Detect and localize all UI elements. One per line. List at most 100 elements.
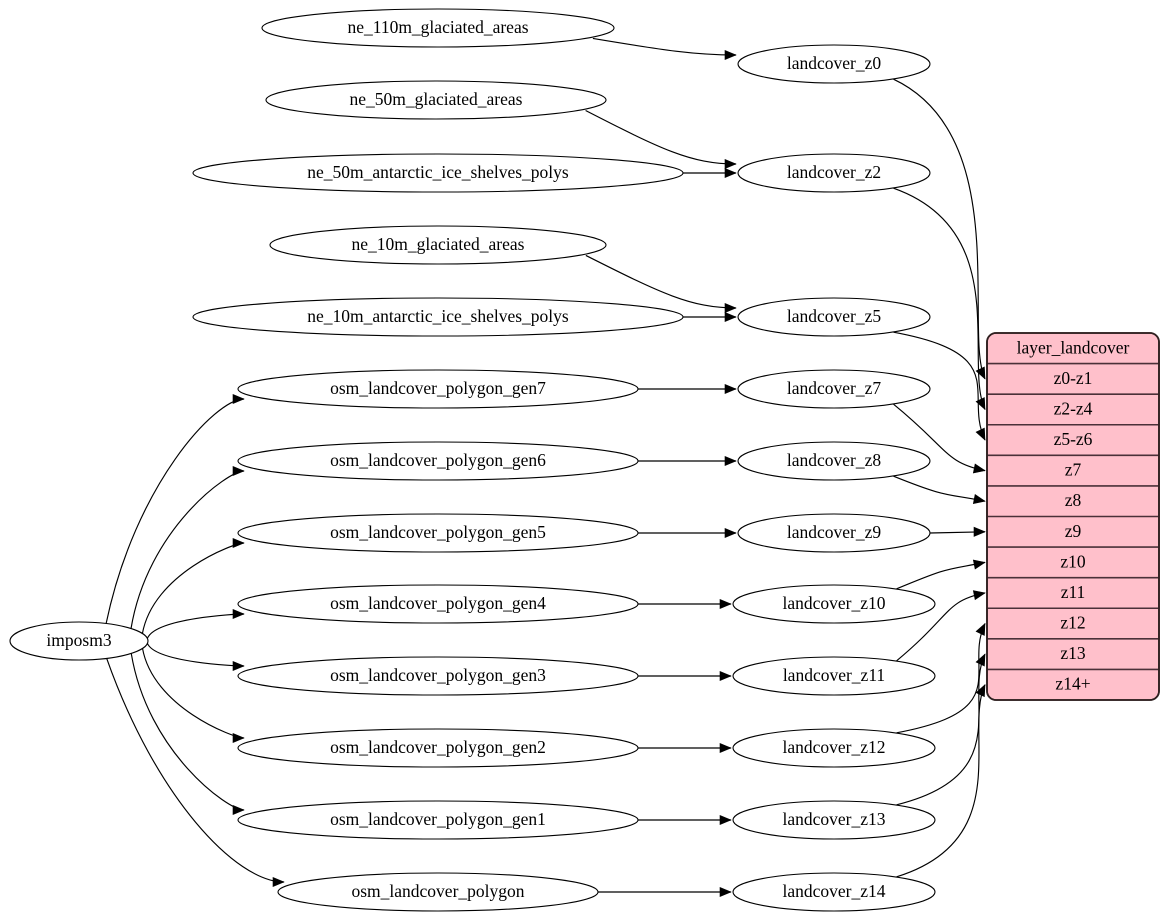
- node-ellipse: [737, 44, 931, 84]
- node-ellipse: [265, 80, 607, 120]
- edge-ne_50m_glaciated_areas-to-landcover_z2: [585, 109, 737, 165]
- edge-ne_110m_glaciated_areas-to-landcover_z0: [592, 37, 737, 56]
- node-imposm3[interactable]: imposm3: [9, 621, 149, 661]
- node-ne_50m_antarctic_ice_shelves_polys[interactable]: ne_50m_antarctic_ice_shelves_polys: [192, 153, 684, 193]
- nodes-layer: imposm3 ne_110m_glaciated_areas ne_50m_gla…: [9, 8, 936, 912]
- edge-arrowhead: [719, 742, 732, 754]
- edge-arrowhead: [724, 383, 737, 395]
- edge-arrowhead: [975, 366, 986, 380]
- edge-arrowhead: [724, 527, 737, 539]
- edge-arrowhead: [719, 814, 732, 826]
- node-osm_landcover_polygon_gen2[interactable]: osm_landcover_polygon_gen2: [237, 728, 639, 768]
- edge-arrowhead: [232, 537, 245, 549]
- node-ellipse: [737, 297, 931, 337]
- edge-arrowhead: [975, 684, 986, 698]
- node-osm_landcover_polygon_gen7[interactable]: osm_landcover_polygon_gen7: [237, 369, 639, 409]
- node-landcover_z10[interactable]: landcover_z10: [732, 584, 936, 624]
- edge-landcover_z14-to-row-z14+: [896, 684, 986, 878]
- edge-landcover_z7-to-row-z7: [893, 403, 986, 472]
- node-landcover_z0[interactable]: landcover_z0: [737, 44, 931, 84]
- node-ellipse: [237, 369, 639, 409]
- node-ellipse: [237, 513, 639, 553]
- edge-arrowhead: [972, 463, 986, 474]
- edge-arrowhead: [975, 397, 986, 411]
- edge-arrowhead: [724, 302, 737, 314]
- edge-landcover_z5-to-row-z5-z6: [893, 331, 986, 441]
- edge-landcover_z13-to-row-z13: [896, 653, 986, 806]
- node-osm_landcover_polygon_gen1[interactable]: osm_landcover_polygon_gen1: [237, 800, 639, 840]
- node-ellipse: [269, 225, 607, 265]
- edge-arrowhead: [232, 804, 245, 816]
- edge-arrowhead: [232, 465, 245, 477]
- node-ellipse: [192, 297, 684, 337]
- node-ellipse: [237, 584, 639, 624]
- edge-imposm3-to-osm_landcover_polygon: [106, 658, 285, 883]
- edge-arrowhead: [272, 876, 285, 888]
- edge-ne_10m_glaciated_areas-to-landcover_z5: [585, 254, 737, 309]
- node-ellipse: [237, 728, 639, 768]
- node-landcover_z7[interactable]: landcover_z7: [737, 369, 931, 409]
- node-ellipse: [737, 513, 931, 553]
- node-landcover_z13[interactable]: landcover_z13: [732, 800, 936, 840]
- edge-arrowhead: [232, 608, 245, 620]
- edge-arrowhead: [975, 427, 986, 441]
- node-osm_landcover_polygon_gen4[interactable]: osm_landcover_polygon_gen4: [237, 584, 639, 624]
- node-ne_110m_glaciated_areas[interactable]: ne_110m_glaciated_areas: [261, 8, 615, 48]
- node-ellipse: [237, 800, 639, 840]
- edge-arrowhead: [972, 494, 986, 504]
- edge-arrowhead: [724, 49, 737, 61]
- node-ellipse: [737, 441, 931, 481]
- edge-arrowhead: [975, 622, 986, 636]
- edge-arrowhead: [724, 158, 737, 170]
- table-border: [986, 332, 1160, 701]
- node-ellipse: [737, 153, 931, 193]
- node-ne_10m_glaciated_areas[interactable]: ne_10m_glaciated_areas: [269, 225, 607, 265]
- node-landcover_z9[interactable]: landcover_z9: [737, 513, 931, 553]
- node-landcover_z8[interactable]: landcover_z8: [737, 441, 931, 481]
- edge-landcover_z2-to-row-z2-z4: [893, 187, 986, 410]
- edge-arrowhead: [972, 590, 986, 601]
- edge-arrowhead: [724, 455, 737, 467]
- edge-arrowhead: [719, 598, 732, 610]
- node-osm_landcover_polygon_gen6[interactable]: osm_landcover_polygon_gen6: [237, 441, 639, 481]
- edge-arrowhead: [232, 660, 245, 672]
- edge-arrowhead: [973, 526, 986, 537]
- node-ellipse: [237, 441, 639, 481]
- node-landcover_z5[interactable]: landcover_z5: [737, 297, 931, 337]
- edge-arrowhead: [975, 653, 986, 667]
- edge-arrowhead: [724, 311, 737, 323]
- edge-arrowhead: [724, 167, 737, 179]
- edge-arrowhead: [232, 732, 245, 744]
- edge-arrowhead: [719, 670, 732, 682]
- node-landcover_z11[interactable]: landcover_z11: [732, 656, 936, 696]
- node-ne_10m_antarctic_ice_shelves_polys[interactable]: ne_10m_antarctic_ice_shelves_polys: [192, 297, 684, 337]
- edge-imposm3-to-osm_landcover_polygon_gen1: [130, 653, 245, 811]
- node-osm_landcover_polygon_gen5[interactable]: osm_landcover_polygon_gen5: [237, 513, 639, 553]
- edge-arrowhead: [719, 886, 732, 898]
- edge-imposm3-to-osm_landcover_polygon_gen7: [105, 398, 245, 624]
- node-landcover_z12[interactable]: landcover_z12: [732, 728, 936, 768]
- edge-imposm3-to-osm_landcover_polygon_gen5: [141, 542, 245, 634]
- edge-arrowhead: [972, 559, 986, 570]
- edge-landcover_z11-to-row-z11: [896, 592, 986, 662]
- edge-landcover_z8-to-row-z8: [893, 475, 986, 502]
- edge-imposm3-to-osm_landcover_polygon_gen3: [146, 643, 245, 667]
- node-ellipse: [732, 728, 936, 768]
- node-osm_landcover_polygon[interactable]: osm_landcover_polygon: [277, 872, 599, 912]
- node-ne_50m_glaciated_areas[interactable]: ne_50m_glaciated_areas: [265, 80, 607, 120]
- node-landcover_z14[interactable]: landcover_z14: [732, 872, 936, 912]
- node-ellipse: [732, 656, 936, 696]
- node-ellipse: [261, 8, 615, 48]
- node-ellipse: [732, 872, 936, 912]
- node-ellipse: [277, 872, 599, 912]
- node-landcover_z2[interactable]: landcover_z2: [737, 153, 931, 193]
- layer-landcover-table: layer_landcoverz0-z1z2-z4z5-z6z7z8z9z10z…: [986, 332, 1160, 701]
- node-ellipse: [737, 369, 931, 409]
- edge-landcover_z10-to-row-z10: [896, 561, 986, 590]
- edge-landcover_z0-to-row-z0-z1: [893, 78, 986, 380]
- edge-arrowhead: [232, 393, 245, 405]
- node-ellipse: [192, 153, 684, 193]
- node-osm_landcover_polygon_gen3[interactable]: osm_landcover_polygon_gen3: [237, 656, 639, 696]
